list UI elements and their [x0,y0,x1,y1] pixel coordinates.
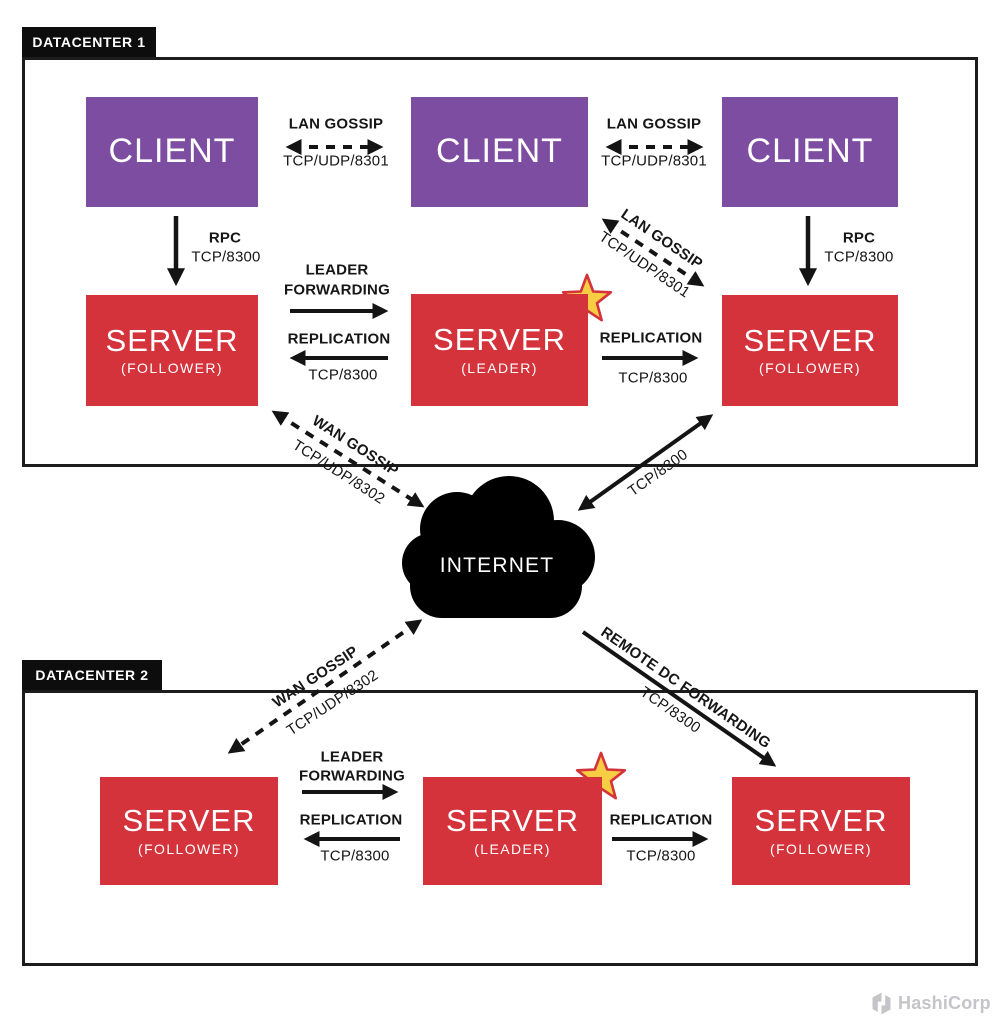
dc1-server-2-label: SERVER [433,322,566,358]
dc2-server-3-role: (FOLLOWER) [770,840,872,857]
dc1-client-2-label: CLIENT [436,132,563,171]
dc2-server-2-label: SERVER [446,803,579,839]
dc2-server-2-role: (LEADER) [474,840,551,857]
dc1-server-follower-2: SERVER (FOLLOWER) [722,295,898,406]
dc1-replication-left-title: REPLICATION [287,330,391,348]
dc2-replication-left-title: REPLICATION [299,811,403,829]
dc1-server-leader: SERVER (LEADER) [411,294,588,406]
dc1-client-1-label: CLIENT [108,132,236,171]
dc1-server-3-role: (FOLLOWER) [759,360,861,377]
lan-gossip-right-title: LAN GOSSIP [606,115,702,133]
hashicorp-logo-icon [872,992,891,1015]
dc2-replication-left-port: TCP/8300 [320,847,390,865]
dc2-replication-right-port: TCP/8300 [626,847,696,865]
dc1-server-1-role: (FOLLOWER) [121,360,223,377]
dc1-server-2-role: (LEADER) [461,359,538,376]
dc1-server-1-label: SERVER [105,322,239,358]
rpc-left-port: TCP/8300 [191,248,261,266]
dc1-leader-forwarding-line2: FORWARDING [284,281,390,299]
dc1-replication-right-title: REPLICATION [599,329,703,347]
datacenter1-tab: DATACENTER 1 [22,27,156,57]
dc2-server-follower-2: SERVER (FOLLOWER) [732,777,910,885]
dc2-leader-forwarding-line1: LEADER [320,748,384,766]
dc1-server-3-label: SERVER [743,322,877,358]
datacenter2-box [22,690,978,966]
datacenter2-label: DATACENTER 2 [35,667,149,683]
rpc-left-title: RPC [208,229,242,247]
lan-gossip-left-port: TCP/UDP/8301 [283,152,389,170]
rpc-right-port: TCP/8300 [824,248,894,266]
rpc-right-title: RPC [842,229,876,247]
dc2-leader-forwarding-line2: FORWARDING [299,767,405,785]
hashicorp-brand-text: HashiCorp [898,993,991,1013]
dc2-server-follower-1: SERVER (FOLLOWER) [100,777,278,885]
dc2-server-leader: SERVER (LEADER) [423,777,602,885]
dc1-client-2: CLIENT [411,97,588,207]
dc1-server-follower-1: SERVER (FOLLOWER) [86,295,258,406]
dc2-server-1-label: SERVER [122,803,256,839]
dc1-client-3-label: CLIENT [746,132,874,171]
datacenter1-box [22,57,978,467]
lan-gossip-left-title: LAN GOSSIP [288,115,384,133]
dc2-server-1-role: (FOLLOWER) [138,840,240,857]
dc2-replication-right-title: REPLICATION [609,811,713,829]
dc2-server-3-label: SERVER [754,803,888,839]
dc1-leader-forwarding-line1: LEADER [305,261,369,279]
dc1-client-3: CLIENT [722,97,898,207]
datacenter2-tab: DATACENTER 2 [22,660,162,690]
lan-gossip-right-port: TCP/UDP/8301 [601,152,707,170]
dc1-replication-right-port: TCP/8300 [618,369,688,387]
internet-label: INTERNET [439,554,555,577]
dc1-replication-left-port: TCP/8300 [308,366,378,384]
dc1-client-1: CLIENT [86,97,258,207]
datacenter1-label: DATACENTER 1 [32,34,146,50]
internet-cloud-icon [402,476,595,618]
